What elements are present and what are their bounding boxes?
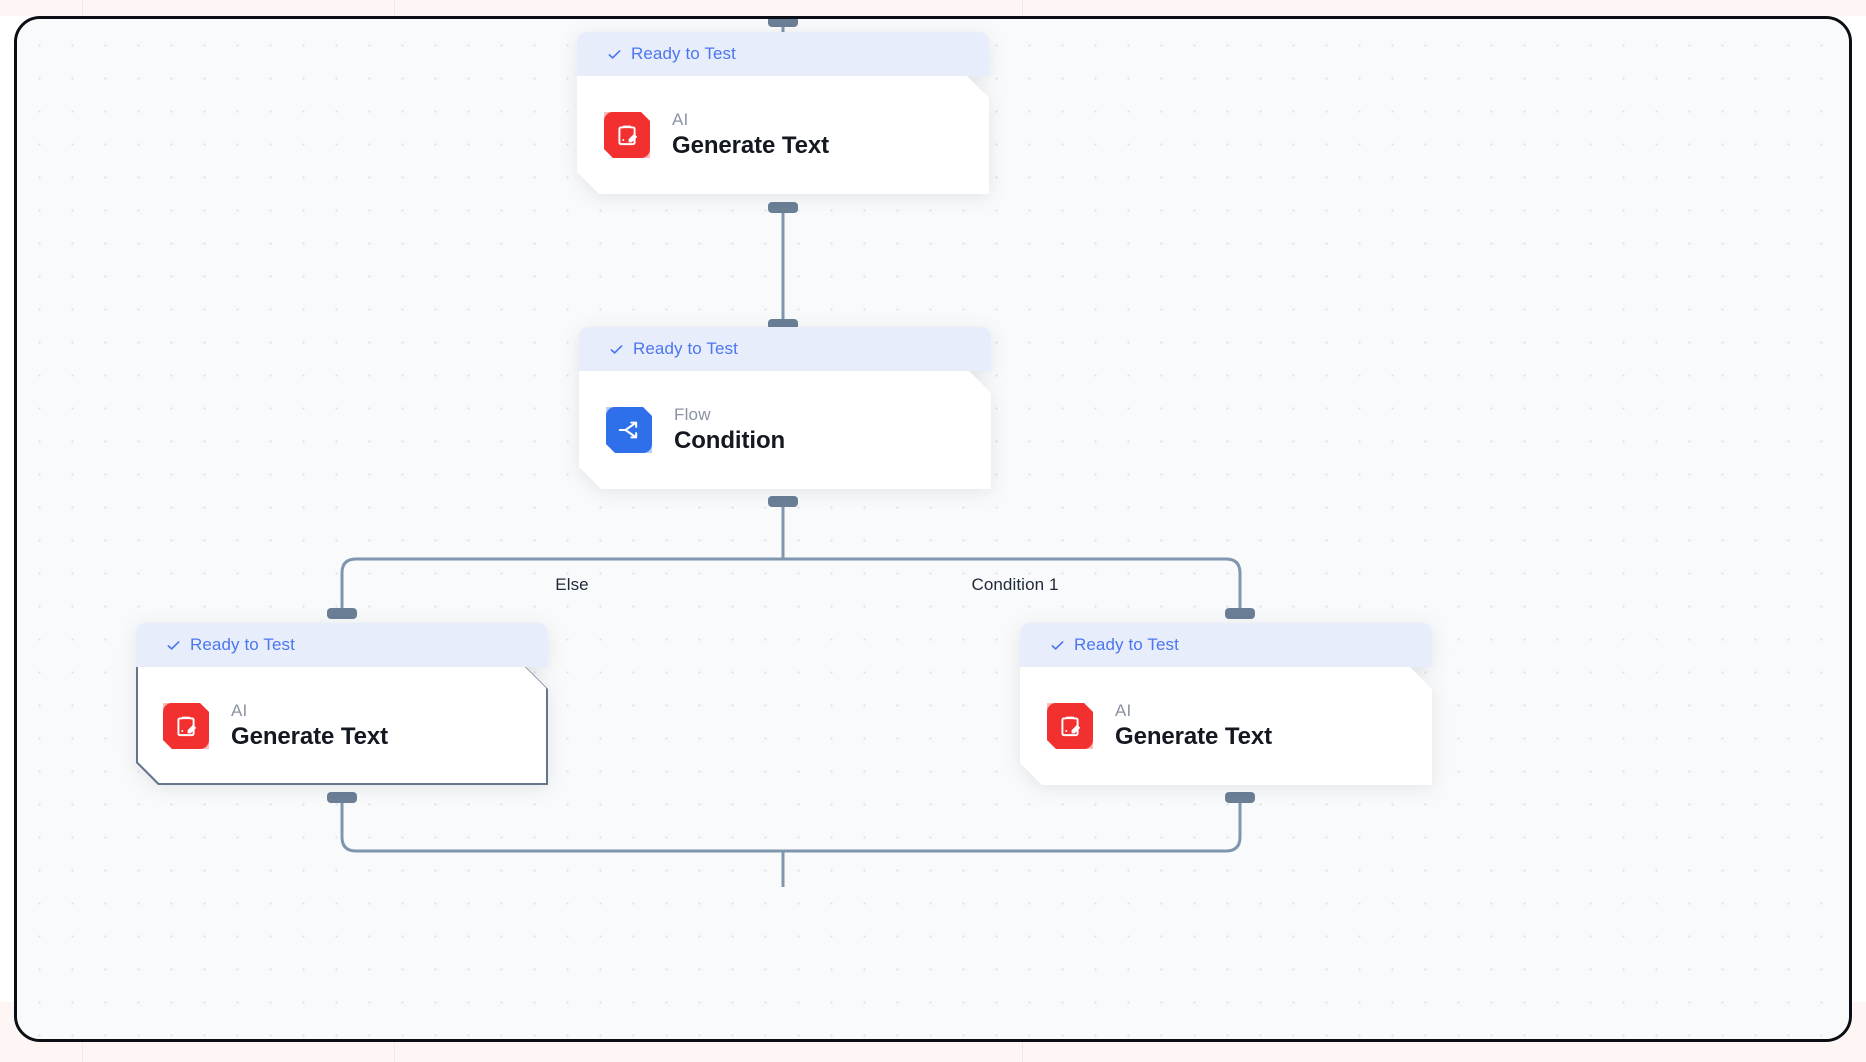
node-title-label: Generate Text — [1115, 723, 1272, 750]
node-text: AI Generate Text — [672, 110, 829, 160]
handle-branch1-node-out[interactable] — [1225, 792, 1255, 803]
check-icon — [609, 342, 624, 357]
node-condition[interactable]: Ready to Test Flow — [579, 327, 991, 489]
node-title-label: Generate Text — [231, 723, 388, 750]
node-title-label: Generate Text — [672, 132, 829, 159]
handle-top-node-out[interactable] — [768, 202, 798, 213]
node-kind-label: AI — [1115, 701, 1132, 720]
node-text: AI Generate Text — [1115, 701, 1272, 751]
node-generate-text-condition-1[interactable]: Ready to Test AI Generate — [1020, 623, 1432, 785]
node-generate-text-else[interactable]: Ready to Test AI Generate — [136, 623, 548, 785]
node-body[interactable]: AI Generate Text — [136, 667, 548, 785]
clipboard-pencil-icon — [163, 703, 209, 749]
flow-canvas[interactable]: Else Condition 1 Ready to Test — [14, 16, 1852, 1042]
node-status-label: Ready to Test — [190, 635, 295, 654]
check-icon — [607, 47, 622, 62]
node-status-label: Ready to Test — [633, 339, 738, 358]
node-status-label: Ready to Test — [1074, 635, 1179, 654]
node-status-label: Ready to Test — [631, 44, 736, 63]
handle-top-node-in[interactable] — [768, 19, 798, 27]
flow-surface[interactable]: Else Condition 1 Ready to Test — [17, 19, 1849, 1039]
node-body[interactable]: Flow Condition — [579, 371, 991, 489]
node-kind-label: Flow — [674, 405, 711, 424]
node-status-bar: Ready to Test — [1020, 623, 1432, 667]
node-generate-text-top[interactable]: Ready to Test AI Generate — [577, 32, 989, 194]
handle-branch1-node-in[interactable] — [1225, 608, 1255, 619]
handle-else-node-in[interactable] — [327, 608, 357, 619]
handle-condition-in[interactable] — [768, 319, 798, 330]
node-status-bar: Ready to Test — [579, 327, 991, 371]
node-title-label: Condition — [674, 427, 786, 454]
page-top-strip — [0, 0, 1866, 16]
handle-else-node-out[interactable] — [327, 792, 357, 803]
node-body[interactable]: AI Generate Text — [577, 76, 989, 194]
node-body[interactable]: AI Generate Text — [1020, 667, 1432, 785]
node-status-bar: Ready to Test — [136, 623, 548, 667]
clipboard-pencil-icon — [1047, 703, 1093, 749]
node-kind-label: AI — [672, 110, 689, 129]
node-text: AI Generate Text — [231, 701, 388, 751]
handle-condition-out[interactable] — [768, 496, 798, 507]
node-status-bar: Ready to Test — [577, 32, 989, 76]
check-icon — [166, 638, 181, 653]
edge-label-else: Else — [555, 575, 589, 594]
node-kind-label: AI — [231, 701, 248, 720]
check-icon — [1050, 638, 1065, 653]
node-text: Flow Condition — [674, 405, 785, 455]
clipboard-pencil-icon — [604, 112, 650, 158]
edge-merge-bus[interactable] — [340, 801, 1242, 853]
branch-arrow-icon — [606, 407, 652, 453]
edge-label-condition-1: Condition 1 — [971, 575, 1059, 594]
